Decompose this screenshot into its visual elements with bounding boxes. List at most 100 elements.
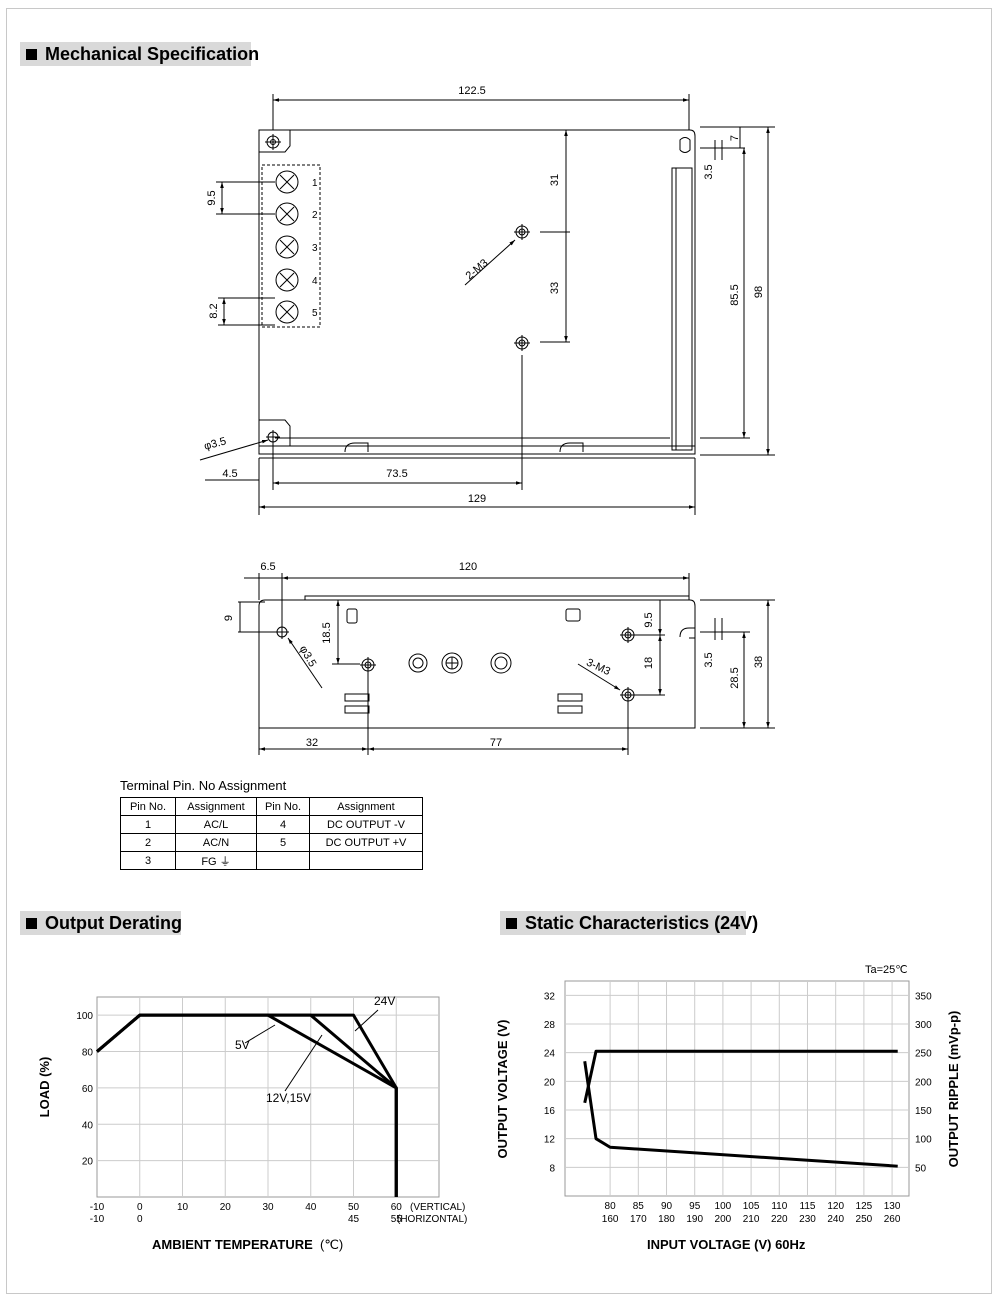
dim-28-5: 28.5 [729, 667, 741, 688]
x-tick-label: 110 [771, 1201, 787, 1212]
table-cell [309, 851, 423, 870]
x-axis-label: AMBIENT TEMPERATURE [152, 1237, 313, 1252]
dim-120: 120 [459, 561, 477, 573]
table-cell: 3 [120, 851, 176, 870]
series-line-output-ripple [583, 1061, 898, 1168]
terminal-label: 3 [312, 243, 318, 254]
y-left-tick-label: 12 [544, 1135, 556, 1146]
terminal-label: 2 [312, 210, 318, 221]
m3-hole-icon [514, 335, 530, 351]
dim-33: 33 [549, 282, 561, 294]
pin-table-title: Terminal Pin. No Assignment [120, 778, 287, 793]
x-tick-label-horizontal: -10 [90, 1214, 105, 1225]
axis-ticks: 8121620242832501001502002503003508016085… [544, 991, 932, 1225]
m3-hole-icon [620, 687, 636, 703]
y-left-tick-label: 24 [544, 1049, 556, 1060]
y-axis-left-label: OUTPUT VOLTAGE (V) [495, 1020, 510, 1159]
x-tick-label: 10 [177, 1202, 189, 1213]
static-char-header: Static Characteristics (24V) [500, 911, 758, 935]
table-cell: 5 [256, 833, 310, 852]
dim-hole-dia: φ3.5 [203, 435, 228, 452]
x-tick-label: 40 [305, 1202, 317, 1213]
x-tick-label-secondary: 190 [686, 1214, 703, 1225]
y-right-tick-label: 150 [915, 1106, 932, 1117]
dim-9-5: 9.5 [206, 190, 218, 205]
x-tick-label-secondary: 230 [799, 1214, 816, 1225]
led-icon [408, 653, 428, 673]
column-header: Assignment [175, 797, 257, 816]
x-tick-label: 100 [715, 1201, 732, 1212]
y-right-tick-label: 250 [915, 1049, 932, 1060]
dim-85-5: 85.5 [729, 284, 741, 305]
x-axis-label: INPUT VOLTAGE (V) 60Hz [647, 1237, 806, 1252]
dim-9: 9 [223, 615, 235, 621]
terminal-screw-icon [275, 235, 299, 259]
x-note-horizontal: (HORIZONTAL) [397, 1214, 467, 1225]
mechanical-spec-title: Mechanical Specification [45, 44, 260, 64]
dim-7: 7 [729, 135, 741, 141]
x-tick-label: 85 [633, 1201, 645, 1212]
x-tick-label: 130 [884, 1201, 901, 1212]
dim-38: 38 [753, 656, 765, 668]
hole-icon [265, 134, 281, 150]
column-header: Pin No. [120, 797, 176, 816]
mechanical-spec-header: Mechanical Specification [20, 42, 259, 66]
table-cell: AC/L [175, 815, 257, 834]
x-tick-label: 0 [137, 1202, 143, 1213]
column-header: Assignment [309, 797, 423, 816]
led-icon [441, 652, 463, 674]
table-header-row: Pin No. Assignment Pin No. Assignment [120, 797, 423, 816]
label-2-m3: 2-M3 [464, 257, 491, 282]
y-right-tick-label: 50 [915, 1163, 927, 1174]
column-header: Pin No. [256, 797, 310, 816]
label-3-m3: 3-M3 [584, 657, 612, 678]
terminal-screw-icon [275, 300, 299, 324]
hole-icon [266, 430, 280, 444]
y-axis-label: LOAD (%) [37, 1057, 52, 1118]
mount-holes [265, 134, 530, 444]
terminal-screws [275, 170, 299, 324]
x-tick-label-secondary: 220 [771, 1214, 788, 1225]
y-right-tick-label: 350 [915, 991, 932, 1002]
x-tick-label: 20 [220, 1202, 232, 1213]
plot-frame [564, 980, 910, 1197]
bullet-square-icon [26, 49, 37, 60]
m3-hole-icon [514, 224, 530, 240]
static-characteristics-chart: 8121620242832501001502002503003508016085… [495, 964, 961, 1252]
x-tick-label: 90 [661, 1201, 673, 1212]
table-row: 3 FG ⏚ [120, 851, 423, 870]
x-tick-label: 50 [348, 1202, 360, 1213]
m3-hole-icon [620, 627, 636, 643]
table-row: 2 AC/N 5 DC OUTPUT +V [120, 833, 423, 852]
dim-122-5: 122.5 [458, 85, 486, 97]
x-tick-label-horizontal: 45 [348, 1214, 360, 1225]
dim-18-5: 18.5 [321, 622, 333, 643]
side-view-drawing: 6.5 120 9 18.5 φ3.5 9.5 18 3-M3 3.5 28.5… [223, 561, 775, 755]
dim-side-9-5: 9.5 [643, 612, 655, 627]
dim-31: 31 [549, 174, 561, 186]
y-right-tick-label: 200 [915, 1077, 932, 1088]
y-tick-label: 20 [82, 1157, 94, 1168]
x-tick-label-secondary: 260 [884, 1214, 901, 1225]
x-tick-label-horizontal: 0 [137, 1214, 143, 1225]
x-tick-label: 115 [800, 1201, 816, 1212]
dim-3-5-top: 3.5 [703, 164, 715, 179]
x-tick-label-secondary: 160 [602, 1214, 619, 1225]
page-frame [6, 8, 992, 1294]
y-axis-right-label: OUTPUT RIPPLE (mVp-p) [946, 1011, 961, 1168]
x-tick-label: -10 [90, 1202, 105, 1213]
dim-18: 18 [643, 657, 655, 669]
adjust-pot-icon [490, 652, 512, 674]
output-derating-header: Output Derating [20, 911, 182, 935]
series-lines [583, 1049, 898, 1168]
x-tick-label-secondary: 180 [658, 1214, 675, 1225]
chassis-outline [258, 129, 696, 455]
x-tick-label: 120 [827, 1201, 844, 1212]
x-tick-label-secondary: 240 [827, 1214, 844, 1225]
x-tick-label-secondary: 210 [743, 1214, 760, 1225]
table-cell: FG ⏚ [175, 851, 257, 870]
terminal-screw-icon [275, 202, 299, 226]
x-tick-label-horizontal: 55 [391, 1214, 403, 1225]
y-tick-label: 100 [76, 1011, 93, 1022]
